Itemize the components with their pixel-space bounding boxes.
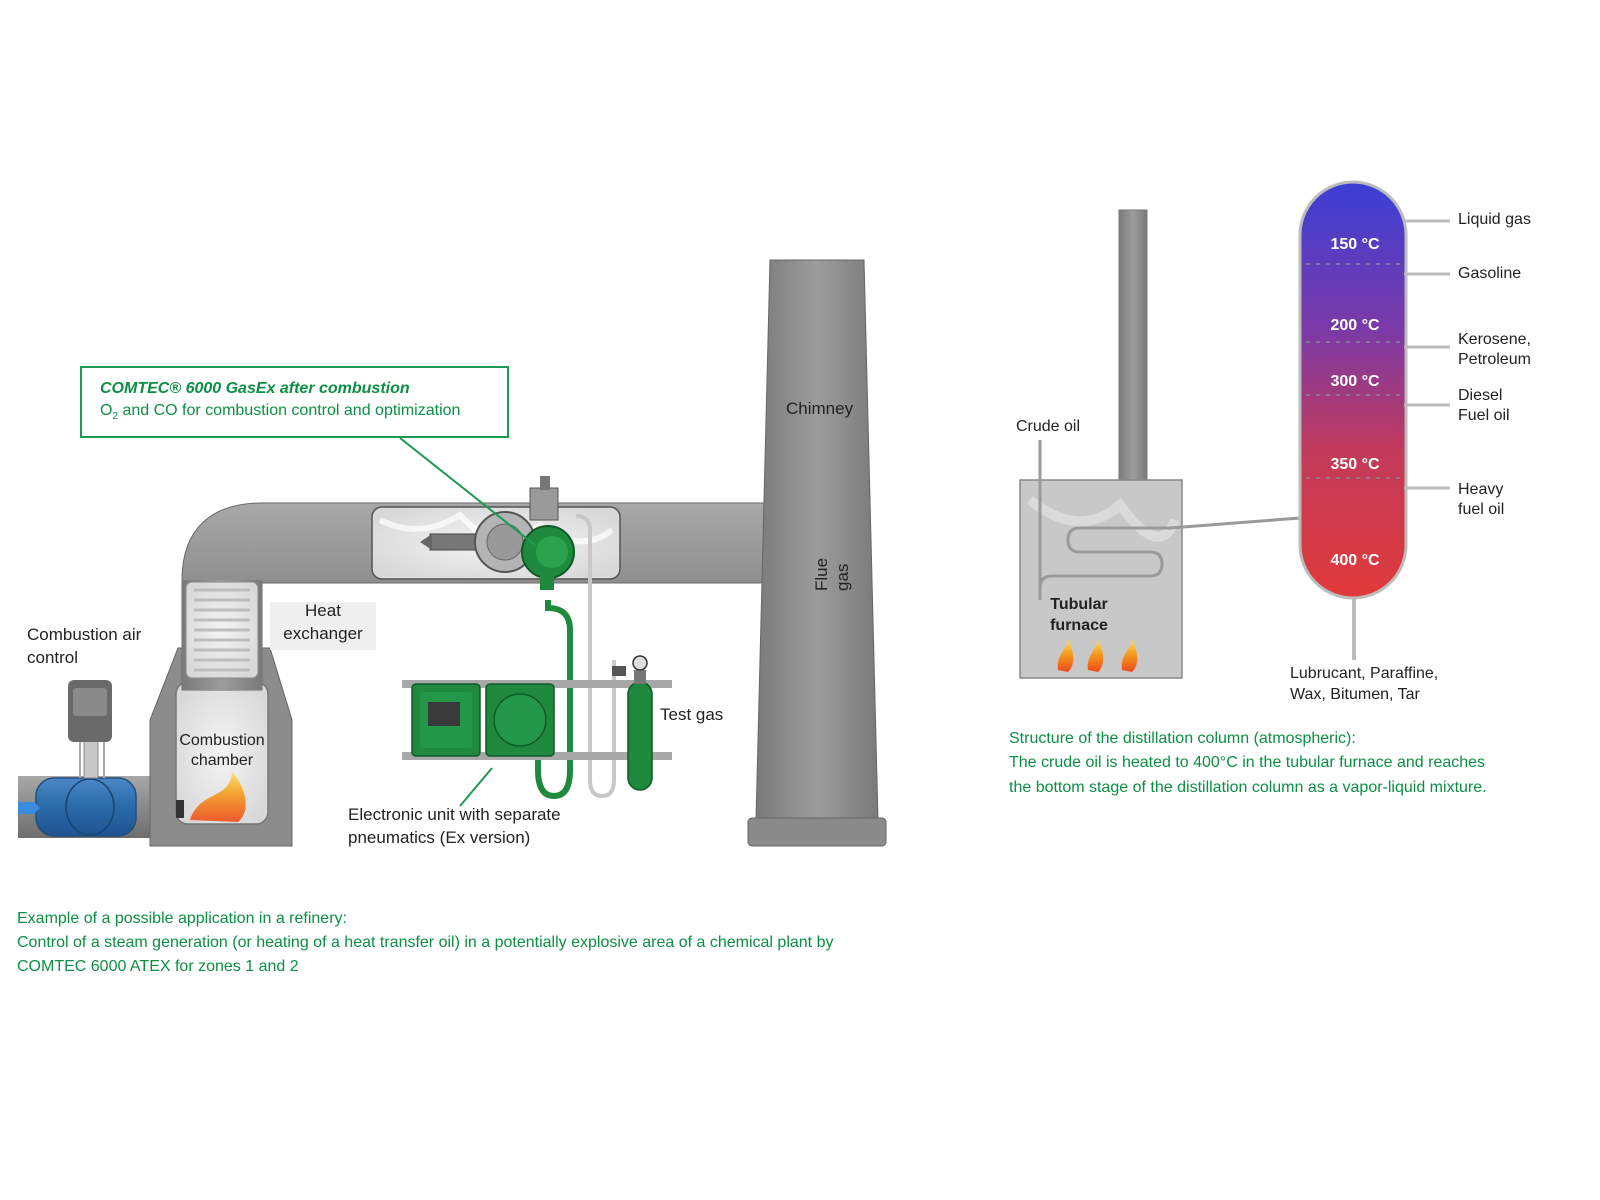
callout-description: O2 and CO for combustion control and opt… — [100, 402, 461, 423]
electronic-unit-label-2: pneumatics (Ex version) — [348, 828, 531, 847]
heat-exchanger-coils — [194, 588, 250, 672]
callout-title: COMTEC® 6000 GasEx after combustion — [100, 380, 410, 397]
gasex-callout: COMTEC® 6000 GasEx after combustion O2 a… — [80, 366, 509, 438]
draw-lines — [1404, 219, 1450, 490]
air-damper-drum — [35, 777, 137, 837]
refinery-caption-3: COMTEC 6000 ATEX for zones 1 and 2 — [17, 958, 299, 975]
output-heavy-1: Heavy — [1458, 481, 1504, 498]
furnace-tube-coil — [1038, 516, 1301, 600]
callout-leader — [399, 437, 536, 546]
output-diesel-1: Diesel — [1458, 387, 1503, 404]
sample-line-green — [535, 600, 573, 800]
crude-oil-label: Crude oil — [1016, 418, 1081, 435]
distillation-caption-3: the bottom stage of the distillation col… — [1009, 779, 1487, 796]
output-kerosene-2: Petroleum — [1458, 351, 1531, 368]
heat-exchanger-label-box — [270, 602, 376, 650]
output-gasoline: Gasoline — [1458, 265, 1522, 282]
combustion-air-label-2: control — [27, 648, 79, 667]
output-kerosene-1: Kerosene, — [1458, 331, 1531, 348]
test-gas-label: Test gas — [660, 705, 724, 724]
refinery-caption-1: Example of a possible application in a r… — [17, 910, 347, 927]
chimney-label: Chimney — [786, 399, 854, 418]
chimney-base — [747, 817, 887, 847]
combustion-chamber-label-2: chamber — [190, 752, 254, 769]
actuator-stem — [83, 739, 99, 779]
bottom-products-1: Lubrucant, Paraffine, — [1290, 665, 1439, 682]
temp-350: 350 °C — [1330, 456, 1380, 473]
unit-leader — [459, 767, 493, 807]
temp-150: 150 °C — [1330, 236, 1380, 253]
temp-200: 200 °C — [1330, 317, 1380, 334]
unit-display — [428, 702, 460, 726]
distillation-caption-2: The crude oil is heated to 400°C in the … — [1009, 754, 1486, 771]
output-diesel-2: Fuel oil — [1458, 407, 1510, 424]
gas-cylinder-icon — [627, 681, 653, 791]
test-gas-line — [575, 514, 616, 799]
temp-400: 400 °C — [1330, 552, 1380, 569]
furnace-label-1: Tubular — [1050, 596, 1108, 613]
refinery-caption-2: Control of a steam generation (or heatin… — [17, 934, 834, 951]
heat-exchanger-label-2: exchanger — [283, 624, 363, 643]
bottom-products-2: Wax, Bitumen, Tar — [1290, 686, 1420, 703]
distillation-caption-1: Structure of the distillation column (at… — [1009, 730, 1356, 747]
combustion-chamber-label-1: Combustion — [179, 732, 265, 749]
combustion-air-label-1: Combustion air — [27, 625, 142, 644]
flame-icon — [190, 772, 246, 822]
gauge-icon — [632, 655, 648, 671]
heat-exchanger-label-1: Heat — [305, 601, 341, 620]
flue-gas-label: Flue gas — [812, 557, 852, 591]
output-heavy-2: fuel oil — [1458, 501, 1505, 518]
temp-300: 300 °C — [1330, 373, 1380, 390]
output-liquid-gas: Liquid gas — [1458, 211, 1531, 228]
arrow-right-icon — [18, 802, 40, 814]
furnace-label-2: furnace — [1050, 617, 1108, 634]
furnace-stack — [1118, 209, 1148, 483]
electronic-unit-label-1: Electronic unit with separate — [348, 805, 561, 824]
